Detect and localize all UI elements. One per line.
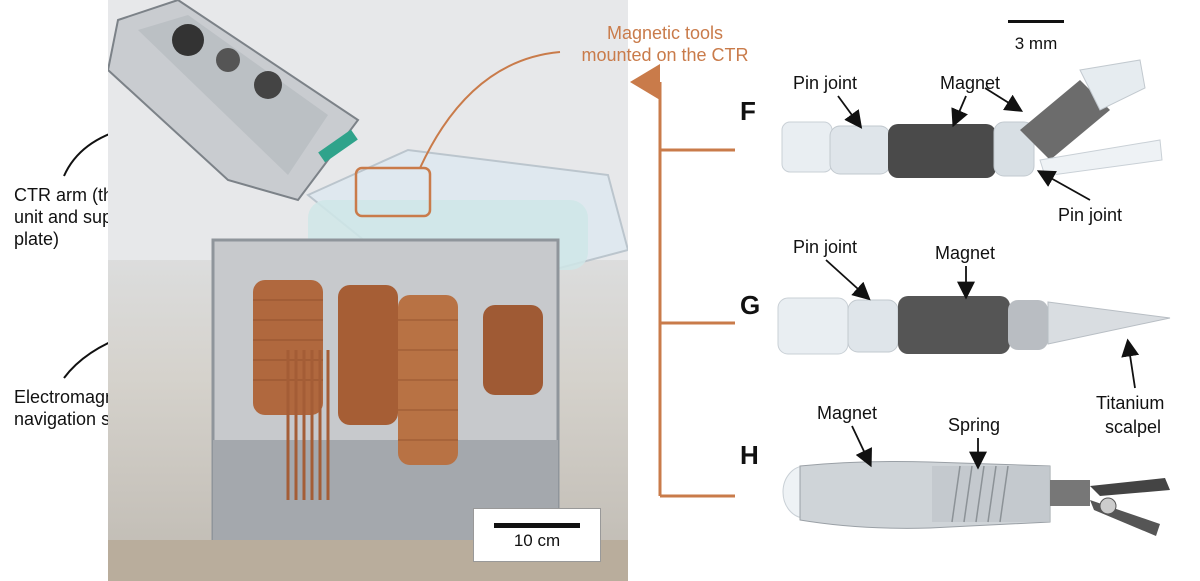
panel-letter-g: G [740, 290, 761, 320]
panel-g-titanium-label: Titanium [1096, 393, 1165, 413]
scale-bar-10cm-label: 10 cm [513, 531, 561, 550]
magnetic-tools-label-line1: Magnetic tools [606, 23, 724, 43]
scale-bar-3mm-label: 3 mm [1014, 34, 1058, 53]
panel-f-pin-joint-2-label: Pin joint [1058, 205, 1123, 225]
tool-f [781, 59, 1163, 178]
panel-g-scalpel-arrow [1121, 338, 1140, 389]
ctr-arm-label-line3: plate) [14, 229, 60, 249]
magnetic-tools-label: Magnetic tools mounted on the CTR [570, 22, 760, 66]
panel-f-magnet-arrow [951, 95, 968, 128]
panel-h-magnet-label: Magnet [817, 403, 878, 423]
panel-h-spring-label: Spring [948, 415, 1001, 435]
panel-g-magnet-label: Magnet [935, 243, 996, 263]
panel-h-magnet-arrow [851, 425, 872, 468]
scale-bar-3mm-line [1008, 20, 1064, 23]
panel-f-pin-joint-2-arrow [1036, 170, 1091, 201]
panel-g-scalpel-label: scalpel [1105, 417, 1162, 437]
scale-bar-10cm: 10 cm [473, 508, 601, 562]
panel-f-pin-joint-1-arrow [837, 95, 863, 129]
system-photo [108, 0, 628, 581]
magnetic-tools-label-line2: mounted on the CTR [581, 45, 749, 65]
panel-f-pin-joint-1-label: Pin joint [793, 73, 858, 93]
tool-h [782, 461, 1170, 536]
panel-letter-h: H [740, 440, 759, 470]
panel-g-pin-joint-label: Pin joint [793, 237, 858, 257]
tool-g [777, 296, 1171, 355]
system-photo-drawing [108, 0, 628, 581]
magnetic-tools-pointer [419, 51, 561, 169]
panel-letter-f: F [740, 96, 756, 126]
scale-bar-10cm-line [494, 523, 580, 528]
panel-g-pin-joint-arrow [825, 259, 871, 301]
panel-f-magnet-arrow-2 [984, 87, 1024, 112]
